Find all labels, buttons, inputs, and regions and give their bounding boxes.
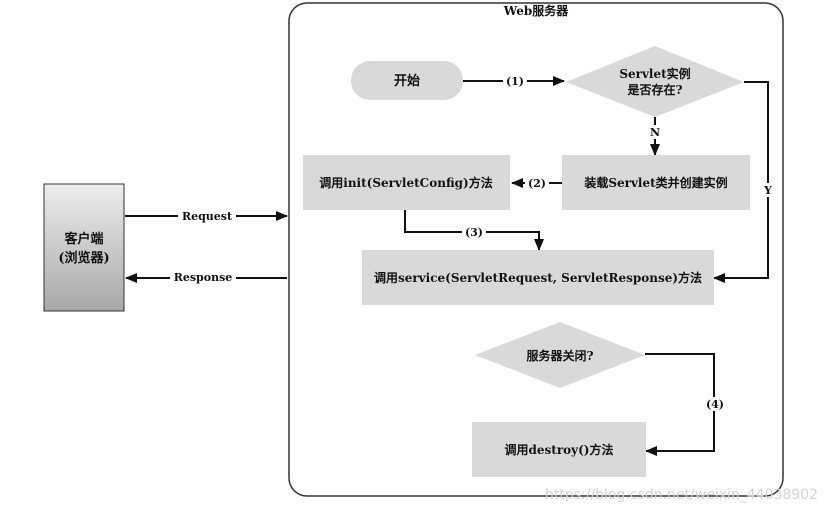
client-box [43,183,125,312]
web-server-title: Web服务器 [503,3,570,18]
servlet-exists-decision [566,46,744,117]
servlet-exists-label-line2: 是否存在? [626,82,682,97]
server-shutdown-decision [475,322,645,388]
client-label-line2: (浏览器) [58,250,109,266]
server-shutdown-label: 服务器关闭? [526,348,593,363]
edge-no-label: N [650,126,660,139]
init-node [303,155,510,210]
edge-4-label: (4) [706,398,724,411]
response-label: Response [174,271,233,284]
client-label-line1: 客户端 [64,231,103,247]
edge-3-label: (3) [465,226,483,239]
edge-yes-label: Y [763,184,772,197]
service-label: 调用service(ServletRequest, ServletRespons… [374,270,702,285]
request-label: Request [182,210,233,223]
destroy-label: 调用destroy()方法 [505,442,614,457]
edge-2-label: (2) [528,177,546,190]
service-node [362,250,714,305]
edge-1-label: (1) [506,75,524,88]
load-servlet-node [562,155,750,210]
servlet-exists-label-line1: Servlet实例 [619,66,690,81]
init-label: 调用init(ServletConfig)方法 [319,175,492,190]
start-node [351,61,463,100]
edge-yes [713,81,769,283]
load-servlet-label: 装载Servlet类并创建实例 [583,175,727,190]
destroy-node [472,422,646,477]
start-label: 开始 [394,73,420,89]
watermark-text: https://blog.csdn.net/weixin_44038902 [545,487,818,503]
